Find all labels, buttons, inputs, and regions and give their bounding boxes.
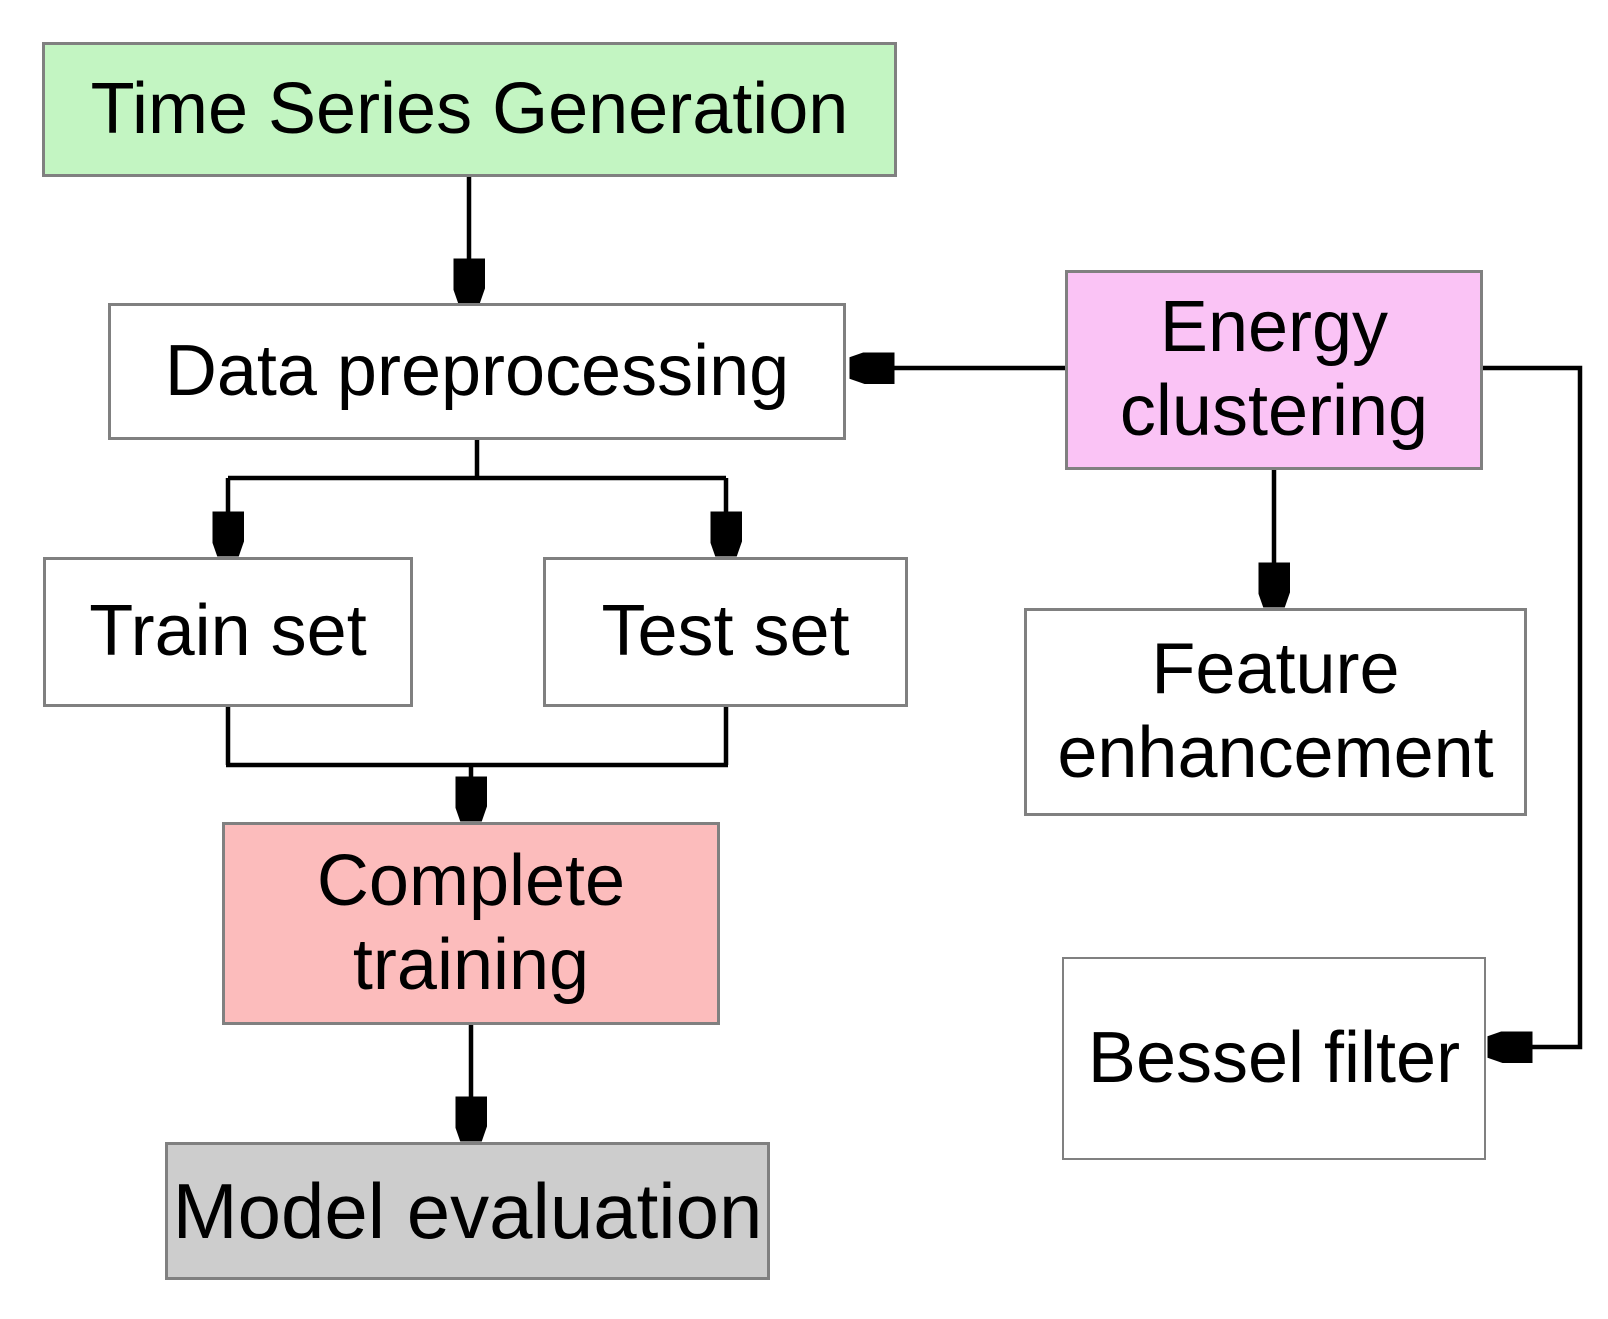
node-label-model-evaluation: Model evaluation xyxy=(172,1166,763,1255)
node-energy-clustering: Energy clustering xyxy=(1065,270,1483,470)
node-test-set: Test set xyxy=(543,557,908,707)
node-data-preprocessing: Data preprocessing xyxy=(108,303,846,440)
node-label-data-preprocessing: Data preprocessing xyxy=(164,330,790,411)
node-complete-training: Complete training xyxy=(222,822,720,1025)
node-model-evaluation: Model evaluation xyxy=(165,1142,770,1280)
node-train-set: Train set xyxy=(43,557,413,707)
node-label-complete-training: Complete training xyxy=(316,840,626,1005)
node-time-series-generation: Time Series Generation xyxy=(42,42,897,177)
node-feature-enhancement: Feature enhancement xyxy=(1024,608,1527,816)
node-bessel-filter: Bessel filter xyxy=(1062,957,1486,1160)
node-label-time-series-generation: Time Series Generation xyxy=(90,68,849,149)
edge-preprocessing-split-trunk xyxy=(228,440,726,481)
node-label-train-set: Train set xyxy=(89,591,367,672)
node-label-feature-enhancement: Feature enhancement xyxy=(1057,629,1494,793)
node-label-bessel-filter: Bessel filter xyxy=(1087,1017,1461,1098)
node-label-energy-clustering: Energy clustering xyxy=(1119,287,1429,451)
node-label-test-set: Test set xyxy=(601,591,850,672)
edge-energy-clustering-to-bessel-filter xyxy=(1483,365,1583,1047)
edge-train-test-merge-trunk xyxy=(225,707,729,768)
